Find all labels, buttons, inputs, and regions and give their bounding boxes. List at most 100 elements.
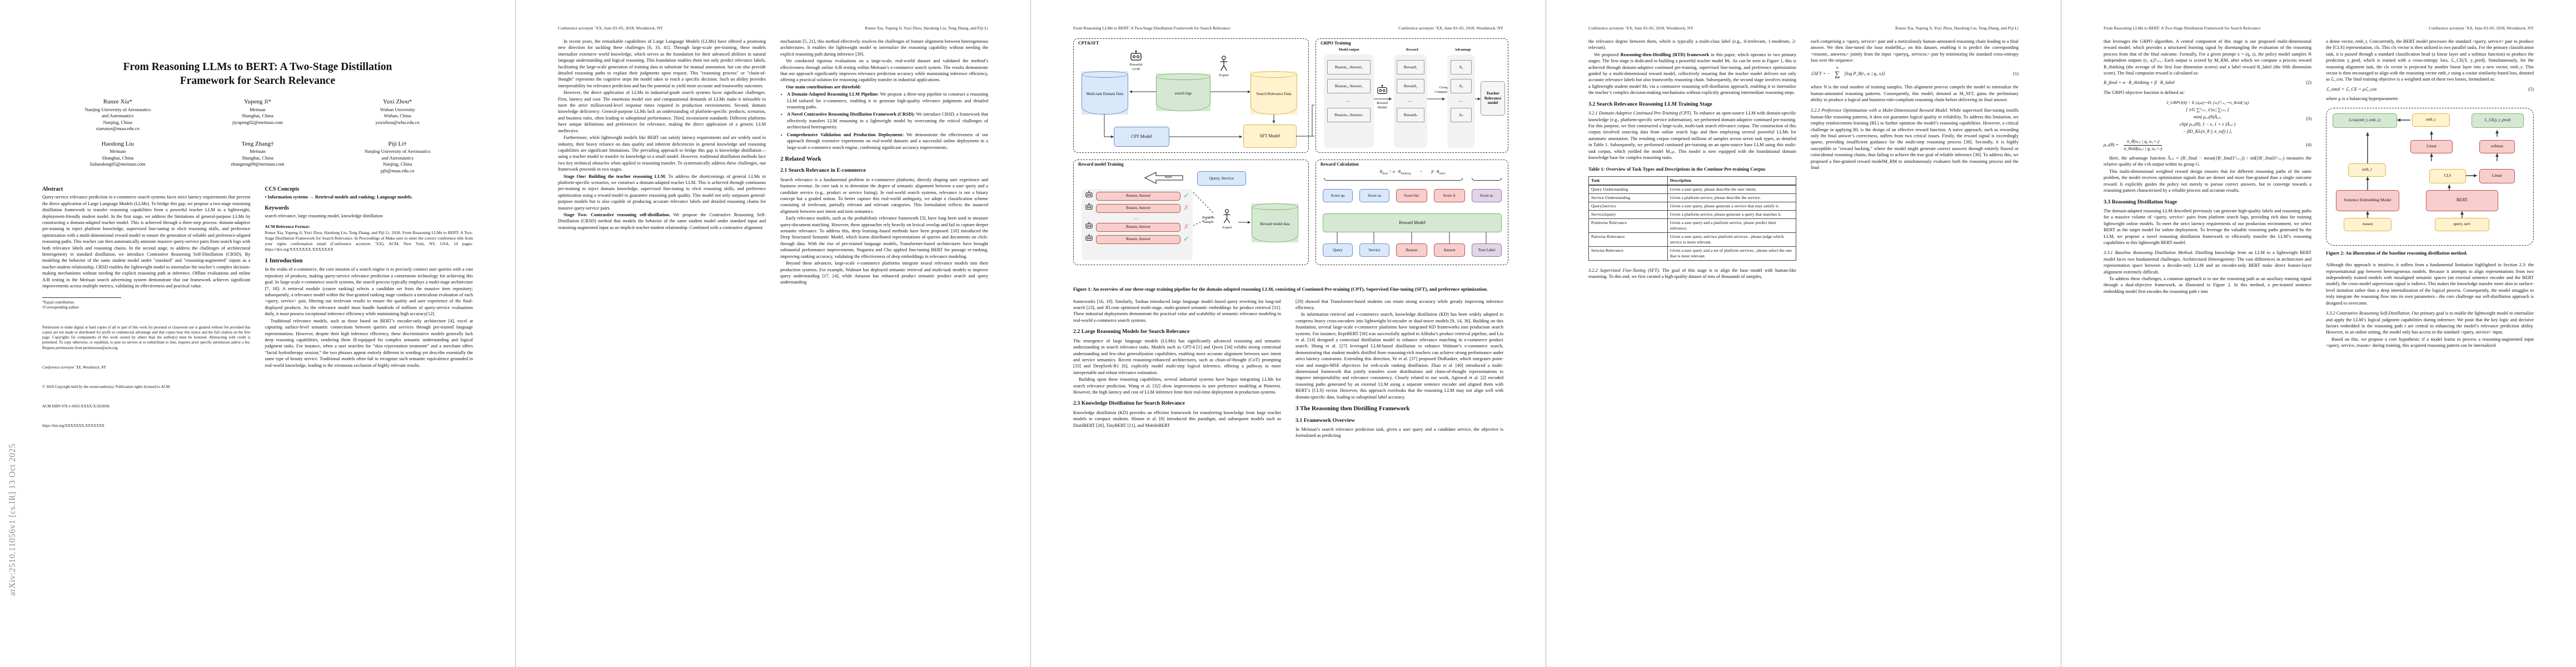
section-322: 3.2.2 Supervised Fine-Tuning (SFT). The … [1588,268,1796,280]
page-1: arXiv:2510.11056v1 [cs.IR] 13 Oct 2025 F… [0,0,515,667]
sft-model-node: SFT Model [1243,125,1297,148]
model-output-container: Reason₁, Answer₁ Reason₂, Answer₂ … Reas… [1324,54,1374,148]
author-block: Runze Xia* Nanjing University of Aeronau… [48,98,467,174]
sample-row: Reason, Answer ✗ [1085,203,1189,213]
contribution-list: A Domain-Adapted Reasoning LLM Pipeline:… [780,91,988,151]
author-email: jiyupeng02@meituan.com [232,119,283,125]
body-para: However, the direct application of LLMs … [558,90,766,133]
intro-para-2: Traditional relevance models, such as th… [265,318,474,368]
equation-number: (3) [2306,116,2311,121]
author-name: Runze Xia* [103,98,132,105]
doi-link[interactable]: https://doi.org/XXXXXXX.XXXXXXX [42,424,105,429]
author: Yupeng Ji* Meituan Shanghai, China jiyup… [188,98,328,132]
page4-left-column: the relevance degree between them, which… [1588,38,1796,280]
body-para: The emergence of large language models (… [1073,338,1281,375]
table-header-task: Task [1588,176,1668,186]
equation-number: (2) [2306,80,2311,86]
header-conference: Conference acronym ’XX, June 03–05, 2018… [1588,26,1693,31]
body-para: The domain-adapted reasoning LLM describ… [2104,208,2311,246]
page5-left-column: that leverages the GRPO algorithm. A cen… [2104,38,2311,295]
page-3: From Reasoning LLMs to BERT: A Two-Stage… [1030,0,1546,667]
score-fc-node: Score fc [1434,189,1465,202]
contribution-item: A Domain-Adapted Reasoning LLM Pipeline:… [787,91,988,110]
page-2: Conference acronym ’XX, June 03–05, 2018… [515,0,1030,667]
fig1-reward-calculation-box: Reward Calculation Rfinal = α · Rthinkin… [1316,160,1508,265]
search-logs-cylinder: search logs [1156,73,1210,111]
body-para: Building upon these reasoning capabiliti… [1073,377,1281,395]
header-conference: Conference acronym ’XX, June 03–05, 2018… [2429,26,2534,31]
figure-2: Lcos(emb_r, emb_c) emb_c L_CE(y, y_pred)… [2326,107,2534,246]
robot-icon [1085,234,1093,245]
page4-right-column: each comprising a <query, service> pair … [1811,38,2019,171]
equation-2: R_final = α · R_thinking + β · R_label (… [2104,80,2311,86]
reward-label: Reward [1406,48,1418,52]
section-31-heading: 3.1 Framework Overview [1296,417,1355,424]
reason-answer-box: Reason, Answer [1096,191,1181,201]
robot-icon [1129,50,1143,65]
fig1-reward-model-training-box: Reward model Training Input Query, Servi… [1073,160,1309,265]
expert-label: Expert [1222,226,1232,230]
section-1-heading: 1 Introduction [265,257,303,265]
emb-c-node: emb_c [2412,113,2450,127]
section-33-heading: 3.3 Reasoning Distillation Stage [2104,198,2178,205]
contribution-item: A Novel Contrastive Reasoning Distillati… [787,111,988,130]
reward-node: Rewardₙ [1397,108,1424,122]
body-para: We proposed Reasoning-then-Distilling (R… [1588,52,1796,96]
section-3-heading: 3 The Reasoning then Distilling Framewor… [1296,405,1410,412]
linear-right-node: Linear [2479,168,2515,183]
body-para: In information retrieval and e-commerce … [1296,312,1503,400]
advantage-node: A₁ [1451,60,1472,74]
advantage-node: Aₙ [1451,108,1472,122]
equation-4: ρᵢ,ₜ(θ) = π_θ(oᵢ,ₜ | q, oᵢ,<ₜ) π_θold(oᵢ… [2104,139,2311,151]
copyright-line: © 2018 Copyright held by the owner/autho… [42,385,171,389]
answer-input-node: Answer [1434,243,1465,257]
section-332: 3.3.2 Contrastive Reasoning Self-Distill… [2326,311,2534,335]
ccs-concepts: • Information systems → Retrieval models… [265,195,413,200]
paper-title: From Reasoning LLMs to BERT: A Two-Stage… [123,61,392,87]
body-para: Furthermore, while lightweight models li… [558,135,766,172]
person-icon [1219,56,1228,75]
search-relevance-data-cylinder: Search Relevance Data [1250,71,1297,115]
running-header: From Reasoning LLMs to BERT: A Two-Stage… [2104,26,2534,31]
body-para: Knowledge distillation (KD) provides an … [1073,410,1281,428]
reason-answer-box: Reason, Answer [1096,222,1181,232]
author-name: Teng Zhang† [241,140,274,147]
sample-row: Reason, Answer ✓ [1085,234,1189,245]
sample-row: Reason, Answer ✗ [1085,222,1189,232]
score-qu-node: Score qu [1323,189,1353,202]
body-para: each comprising a <query, service> pair … [1811,39,2019,63]
sample-row: Reason, Answer ✓ [1085,191,1189,201]
input-arrow-label: Input [1164,175,1172,179]
query-service-node: Query, Service [1197,171,1246,186]
running-header: From Reasoning LLMs to BERT: A Two-Stage… [1073,26,1503,31]
running-header: Conference acronym ’XX, June 03–05, 2018… [1588,26,2019,31]
reward-formula: Rfinal = α · Rthinking + β · Rlabel [1379,169,1446,176]
table-header-row: Task Description [1588,176,1797,186]
advantage-label: Advantage [1454,48,1471,52]
footnote-corresponding: †Corresponding author. [42,305,79,310]
equation-number: (1) [2013,71,2019,77]
body-para: In recent years, the remarkable capabili… [558,39,766,88]
softmax-node: softmax [2479,140,2515,153]
expert-label: Expert [1219,73,1229,77]
body-para: To address these challenges, a common ap… [2104,276,2311,294]
header-title: From Reasoning LLMs to BERT: A Two-Stage… [1073,26,1230,31]
footnote-rule [42,297,122,298]
fraction: π_θ(oᵢ,ₜ | q, oᵢ,<ₜ) π_θold(oᵢ,ₜ | q, oᵢ… [2124,139,2163,151]
section-321: 3.2.1 Domain-Adaptive Continued Pre-Trai… [1588,111,1797,160]
acm-reference: Runze Xia, Yupeng Ji, Yuxi Zhou, Haodong… [265,230,474,252]
reason-answer-node: Reason₁, Answer₁ [1327,60,1371,74]
arxiv-watermark: arXiv:2510.11056v1 [cs.IR] 13 Oct 2025 [8,443,17,596]
cross-icon: ✗ [1183,204,1189,212]
cross-icon: ✗ [1183,223,1189,231]
body-para: This multi-dimensional weighted reward d… [2104,168,2311,193]
table-header-description: Description [1667,176,1797,186]
body-para: We conducted rigorous evaluations on a l… [780,58,988,83]
